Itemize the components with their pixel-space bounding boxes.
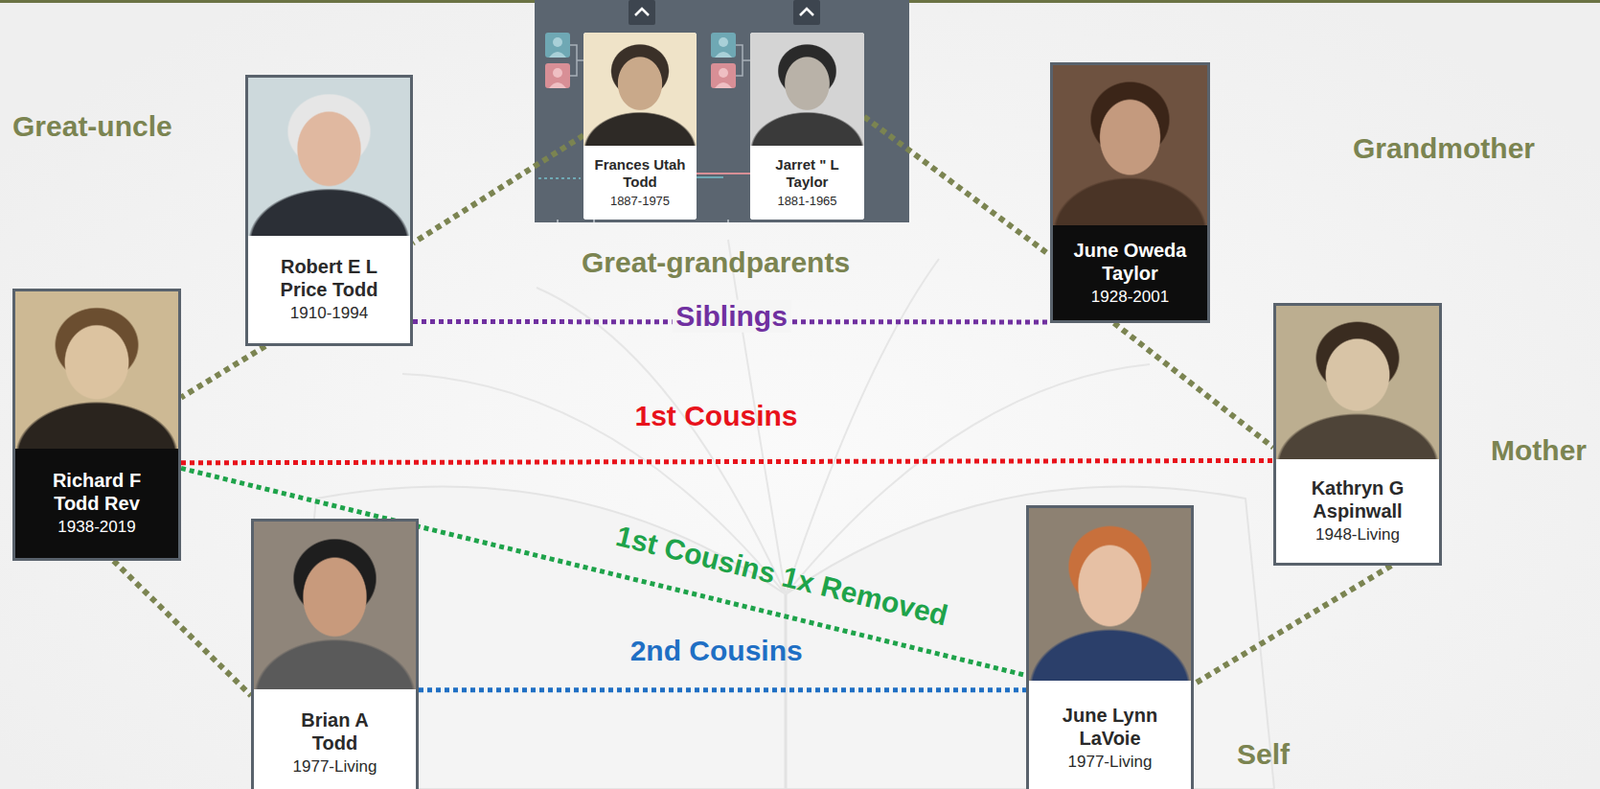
person-card: Jarret " L Taylor 1881-1965 [750,32,865,220]
person-name: Robert E L Price Todd [261,254,397,301]
card-caption: Frances Utah Todd 1887-1975 [583,145,697,220]
relation-label: 2nd Cousins [626,634,807,668]
portrait-photo [1276,305,1440,459]
relation-line [114,560,252,696]
portrait-photo [248,77,411,236]
relation-line [1114,322,1274,448]
life-dates: 1977-Living [293,756,378,777]
relation-label: Siblings [671,298,792,333]
portrait-photo [750,32,865,146]
relation-line [181,459,1274,462]
portrait-photo [253,521,416,689]
relation-line [864,116,1051,256]
person-name: June Oweda Taylor [1064,238,1196,285]
card-caption: Brian A Todd1977-Living [253,688,416,789]
card-caption: Kathryn G Aspinwall1948-Living [1276,458,1440,563]
person-card: Robert E L Price Todd1910-1994 [245,74,413,346]
relation-line [418,686,1027,692]
life-dates: 1928-2001 [1091,287,1169,307]
portrait-photo [583,32,697,146]
card-caption: June Lynn LaVoie1977-Living [1028,680,1191,789]
person-name: Brian A Todd [282,708,388,755]
person-card: Brian A Todd1977-Living [251,518,419,789]
person-name: June Lynn LaVoie [1042,703,1178,750]
tree-panel [534,0,910,223]
person-card: Richard F Todd Rev1938-2019 [12,288,182,561]
card-caption: Richard F Todd Rev1938-2019 [15,448,179,558]
card-caption: Robert E L Price Todd1910-1994 [248,235,411,343]
life-dates: 1948-Living [1315,525,1400,545]
person-card: June Lynn LaVoie1977-Living [1026,504,1194,789]
person-name: Richard F Todd Rev [32,468,161,515]
life-dates: 1887-1975 [610,193,670,209]
relation-role-label: Mother [1490,434,1587,468]
relation-role-label: Grandmother [1352,132,1535,166]
relation-line [412,135,584,243]
relation-line [1193,565,1392,685]
life-dates: 1910-1994 [290,303,368,323]
relation-role-label: Great-grandparents [581,246,850,280]
life-dates: 1881-1965 [777,193,837,209]
person-name: Kathryn G Aspinwall [1289,476,1426,523]
portrait-photo [15,291,179,449]
card-caption: Jarret " L Taylor 1881-1965 [750,145,865,220]
person-card: Frances Utah Todd 1887-1975 [583,32,697,220]
card-caption: June Oweda Taylor1928-2001 [1052,225,1208,320]
life-dates: 1938-2019 [57,517,136,537]
relation-line [181,345,266,398]
relation-role-label: Great-uncle [12,110,173,144]
person-card: June Oweda Taylor1928-2001 [1050,62,1211,323]
relation-role-label: Self [1236,737,1290,772]
relation-label: 1st Cousins [630,398,801,433]
life-dates: 1977-Living [1068,752,1153,772]
portrait-photo [1052,65,1208,226]
person-card: Kathryn G Aspinwall1948-Living [1273,302,1442,566]
portrait-photo [1028,507,1191,681]
relation-label: 1st Cousins 1x Removed [608,518,955,634]
person-name: Frances Utah Todd [587,156,693,191]
person-name: Jarret " L Taylor [754,156,861,191]
